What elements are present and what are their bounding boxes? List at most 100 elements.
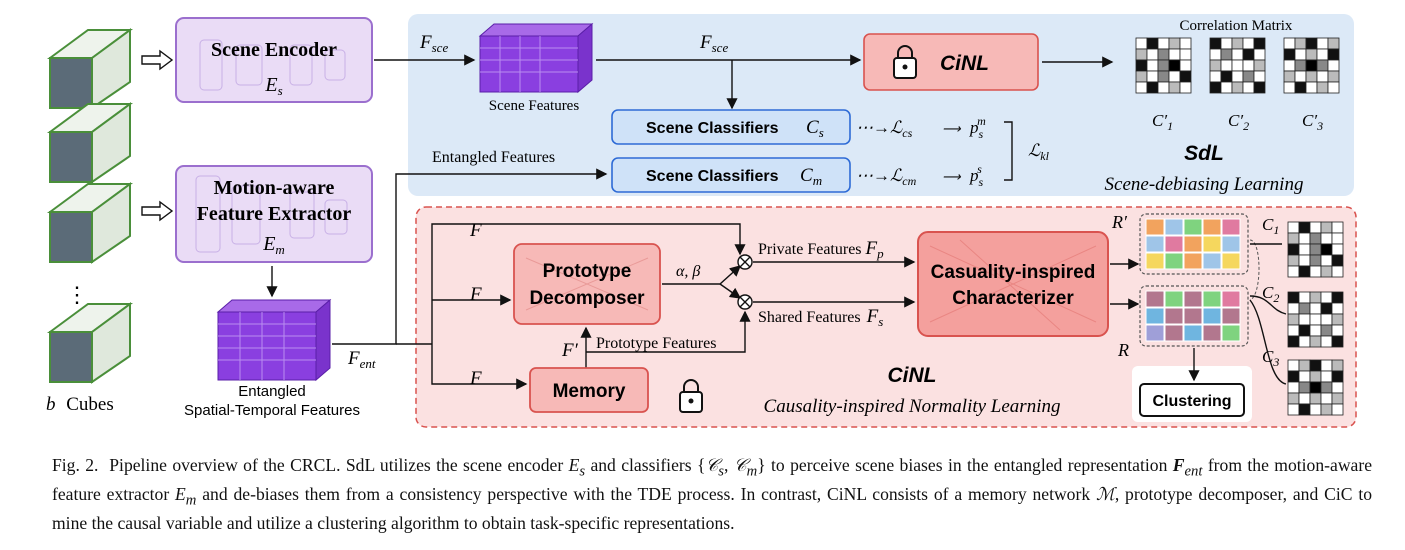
motion-extractor: Motion-aware Feature Extractor Em — [175, 165, 373, 263]
p-s-m: psm — [969, 114, 986, 141]
f-ent-label: Fent — [347, 348, 376, 371]
matrix-cell — [1320, 313, 1333, 326]
matrix-cell — [1209, 70, 1222, 83]
correlation-matrix-title: Correlation Matrix — [1180, 18, 1293, 34]
matrix-cell — [1320, 221, 1333, 234]
svg-text:Clustering: Clustering — [1152, 393, 1231, 410]
matrix-cell — [1287, 392, 1300, 405]
matrix-cell — [1305, 48, 1318, 61]
matrix-cell — [1331, 324, 1344, 337]
matrix-cell — [1320, 324, 1333, 337]
matrix-cell — [1309, 392, 1322, 405]
representation-cell — [1164, 290, 1184, 308]
matrix-cell — [1294, 48, 1307, 61]
matrix-cell — [1316, 70, 1329, 83]
matrix-cell — [1231, 81, 1244, 94]
f-sce-label-1: Fsce — [419, 32, 448, 55]
matrix-cell — [1209, 59, 1222, 72]
matrix-cell — [1283, 59, 1296, 72]
cubes-b: b — [46, 394, 56, 415]
matrix-cell — [1253, 48, 1266, 61]
representation-cell — [1145, 235, 1165, 253]
matrix-cell — [1287, 302, 1300, 315]
matrix-cell — [1220, 37, 1233, 50]
matrix-cell — [1309, 381, 1322, 394]
cube-4 — [46, 302, 134, 384]
r-label: R — [1117, 340, 1129, 360]
matrix-cell — [1287, 370, 1300, 383]
c-prime-2: C′2 — [1228, 111, 1249, 133]
representation-cell — [1164, 307, 1184, 325]
matrix-cell — [1287, 232, 1300, 245]
representation-cell — [1183, 235, 1203, 253]
matrix-cell — [1309, 291, 1322, 304]
entangled-label-1: Entangled — [238, 383, 306, 400]
matrix-cell — [1320, 265, 1333, 278]
matrix-cell — [1316, 59, 1329, 72]
matrix-cell — [1298, 221, 1311, 234]
matrix-cell — [1320, 403, 1333, 416]
r-box — [1139, 285, 1249, 347]
prototype-features-label: Prototype Features — [596, 335, 716, 352]
c-label-1: C1 — [1262, 215, 1279, 237]
matrix-cell — [1298, 324, 1311, 337]
matrix-cell — [1331, 243, 1344, 256]
representation-cell — [1145, 324, 1165, 342]
representation-cell — [1164, 324, 1184, 342]
figure-caption: Fig. 2. Pipeline overview of the CRCL. S… — [52, 455, 1373, 534]
cinl-top-box: CiNL — [863, 33, 1039, 91]
matrix-cell — [1309, 265, 1322, 278]
svg-text:Cs: Cs — [806, 117, 824, 140]
representation-cell — [1183, 324, 1203, 342]
loss-cs: ⋯→ℒcs — [856, 118, 913, 140]
svg-text:Decomposer: Decomposer — [529, 288, 645, 309]
matrix-cell — [1327, 59, 1340, 72]
matrix-cell — [1320, 359, 1333, 372]
representation-cell — [1145, 307, 1165, 325]
f-label-3: F — [469, 368, 482, 389]
r-cells — [1145, 290, 1241, 342]
r-prime-cells — [1145, 218, 1241, 270]
matrix-cell — [1309, 335, 1322, 348]
matrix-cell — [1309, 221, 1322, 234]
matrix-cell — [1309, 302, 1322, 315]
representation-cell — [1183, 252, 1203, 270]
svg-text:Characterizer: Characterizer — [952, 288, 1074, 309]
matrix-cell — [1179, 70, 1192, 83]
matrix-cell — [1316, 37, 1329, 50]
r-prime-box — [1139, 213, 1249, 275]
matrix-cell — [1298, 291, 1311, 304]
matrix-cell — [1298, 370, 1311, 383]
sdl-subtitle: Scene-debiasing Learning — [1105, 174, 1304, 195]
matrix-cell — [1309, 243, 1322, 256]
matrix-cell — [1316, 48, 1329, 61]
motion-title-2: Feature Extractor — [197, 203, 352, 225]
matrix-cell — [1305, 37, 1318, 50]
representation-cell — [1202, 324, 1222, 342]
matrix-cell — [1331, 359, 1344, 372]
matrix-cell — [1298, 335, 1311, 348]
representation-cell — [1145, 290, 1165, 308]
lock-icon-top — [893, 45, 917, 79]
matrix-cell — [1298, 381, 1311, 394]
matrix-cell — [1331, 403, 1344, 416]
f-label-2: F — [469, 284, 482, 305]
matrix-c-3 — [1287, 359, 1344, 416]
svg-text:Es: Es — [264, 74, 282, 98]
matrix-cell — [1309, 313, 1322, 326]
matrix-cell — [1298, 392, 1311, 405]
lock-icon-bottom — [679, 379, 703, 413]
f-label-1: F — [469, 220, 482, 241]
matrix-cell — [1231, 37, 1244, 50]
representation-cell — [1221, 235, 1241, 253]
matrix-cell — [1298, 359, 1311, 372]
representation-cell — [1202, 235, 1222, 253]
matrix-cell — [1209, 48, 1222, 61]
representation-cell — [1202, 290, 1222, 308]
matrix-cell — [1146, 37, 1159, 50]
matrix-cell — [1331, 254, 1344, 267]
entangled-feature-stack — [216, 298, 332, 382]
matrix-cell — [1231, 59, 1244, 72]
